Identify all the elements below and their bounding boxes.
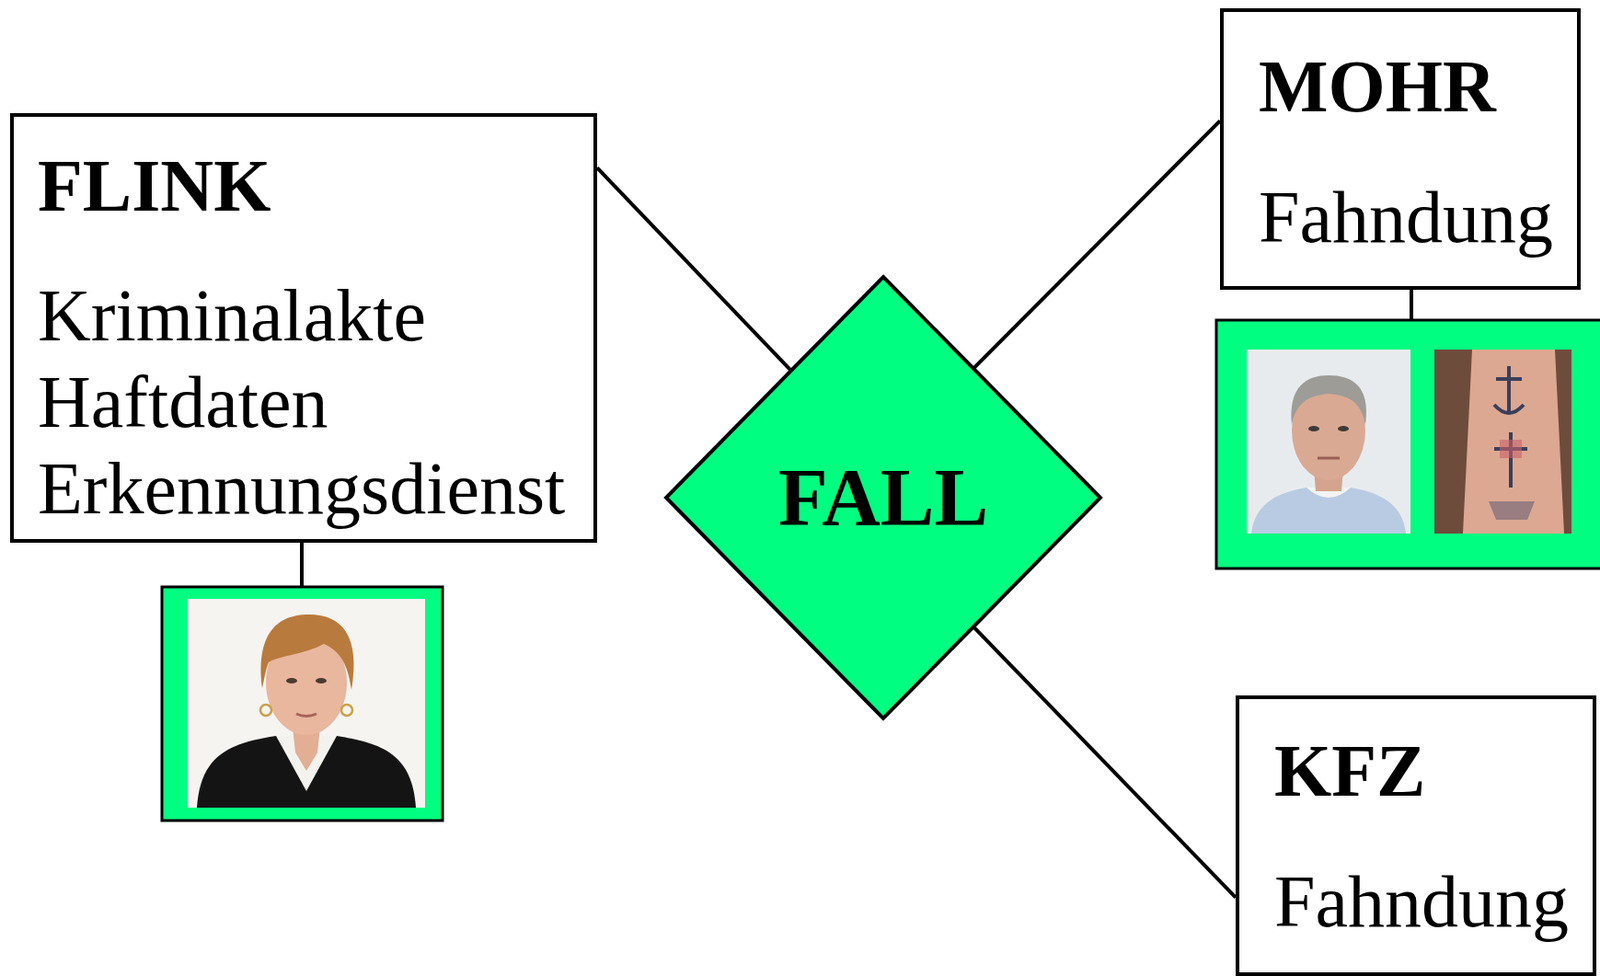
source-box: FLINK KriminalakteHaftdatenErkennungsdien… bbox=[10, 113, 598, 543]
node-title: KFZ bbox=[1274, 727, 1575, 815]
illustration-part bbox=[1337, 425, 1349, 432]
illustration-part bbox=[1216, 320, 1600, 569]
illustration-part bbox=[1488, 501, 1535, 520]
illustration-part bbox=[341, 704, 353, 716]
diamond-content: FALL bbox=[664, 275, 1103, 721]
node-title: FLINK bbox=[37, 142, 572, 230]
illustration-part bbox=[1290, 375, 1367, 426]
illustration-part bbox=[1499, 439, 1522, 459]
diamond-shape bbox=[666, 276, 1101, 719]
photo-panel bbox=[1216, 320, 1600, 569]
leader-line bbox=[299, 535, 304, 588]
tattoo-photo bbox=[1434, 349, 1572, 534]
illustration-part bbox=[1462, 349, 1565, 534]
connector-line bbox=[597, 167, 791, 370]
node-text: Kriminalakte bbox=[37, 272, 572, 359]
illustration-part bbox=[187, 598, 426, 808]
illustration-part bbox=[1494, 404, 1524, 414]
node-text: Fahndung bbox=[1258, 173, 1559, 261]
illustration-part bbox=[1246, 349, 1411, 534]
illustration-part bbox=[286, 678, 298, 684]
connector-line bbox=[974, 627, 1236, 898]
illustration-part bbox=[1434, 349, 1572, 534]
node-title: FALL bbox=[778, 451, 989, 544]
node-text: Fahndung bbox=[1274, 858, 1575, 945]
decision-diamond: FALL bbox=[664, 275, 1103, 721]
photo-panel bbox=[161, 587, 443, 821]
illustration-part bbox=[261, 614, 355, 691]
node-title: MOHR bbox=[1258, 43, 1559, 130]
illustration-part bbox=[1507, 366, 1511, 415]
source-box: MOHR Fahndung bbox=[1220, 8, 1581, 290]
illustration-part bbox=[1494, 366, 1528, 488]
portrait-photo bbox=[187, 598, 426, 808]
illustration-part bbox=[296, 713, 317, 717]
source-box: KFZ Fahndung bbox=[1235, 695, 1597, 976]
node-text: Erkennungsdienst bbox=[37, 445, 572, 532]
connector-line bbox=[974, 120, 1221, 368]
illustration-part bbox=[1317, 457, 1340, 461]
node-text: Haftdaten bbox=[37, 358, 572, 446]
illustration-part bbox=[1251, 487, 1406, 534]
leader-line bbox=[1409, 289, 1414, 321]
illustration-part bbox=[1496, 377, 1522, 381]
illustration-part bbox=[315, 678, 327, 684]
portrait-photo bbox=[1246, 349, 1411, 534]
illustration-part bbox=[161, 587, 443, 821]
illustration-part bbox=[260, 704, 272, 716]
illustration-part bbox=[1308, 425, 1320, 432]
